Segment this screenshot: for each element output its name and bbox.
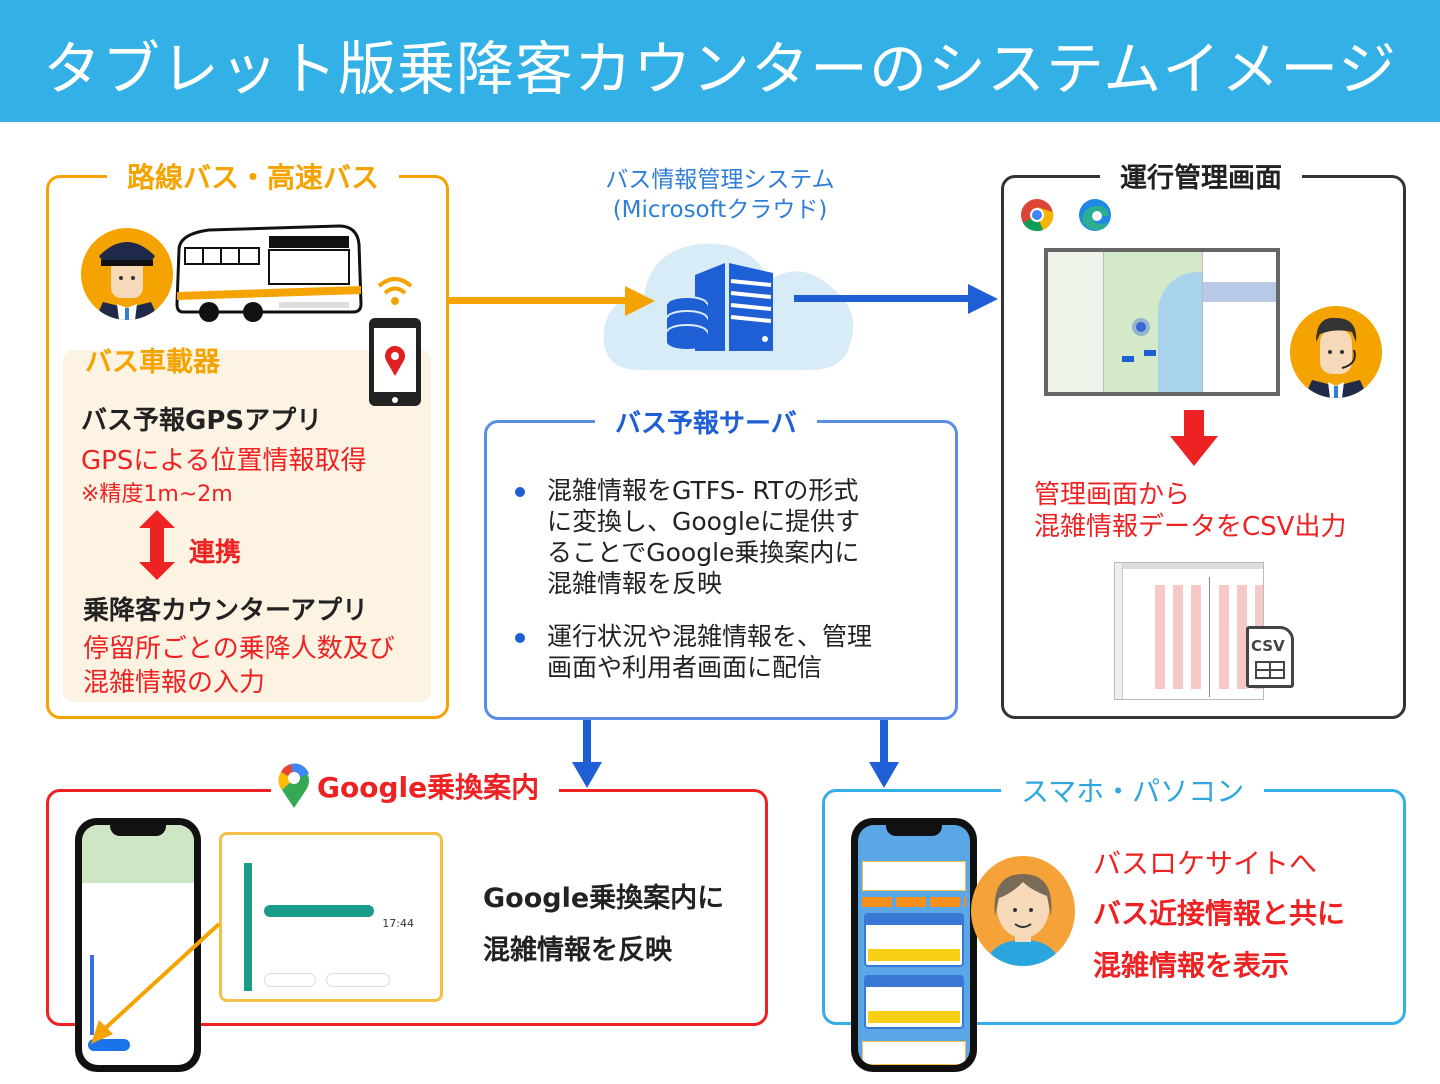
edge-icon [1079, 199, 1111, 231]
google-panel-title: Google乗換案内 [271, 766, 560, 806]
chrome-icon [1021, 199, 1054, 232]
gps-app-name: バス予報GPSアプリ [81, 406, 323, 436]
server-panel-title: バス予報サーバ [595, 403, 817, 440]
google-maps-pin-icon [278, 763, 309, 808]
transit-detail-card: 17:44 [219, 832, 443, 1002]
counter-app-desc-line2: 混雑情報の入力 [83, 668, 266, 698]
gps-app-desc: GPSによる位置情報取得 [81, 446, 367, 476]
csv-spreadsheet-preview [1114, 562, 1264, 700]
zoom-pointer-arrow [91, 922, 221, 1044]
arrow-server-to-google [572, 720, 602, 788]
bus-illustration [175, 224, 363, 322]
gps-accuracy-note: ※精度1m~2m [81, 482, 233, 507]
cloud-icon [603, 243, 854, 370]
server-panel: バス予報サーバ 混雑情報をGTFS- RTの形式 に変換し、Googleに提供す… [484, 403, 958, 720]
smart-desc-line2: バス近接情報と共に [1093, 897, 1346, 930]
departure-time: 17:44 [382, 917, 414, 930]
arrow-bus-to-cloud [449, 286, 655, 316]
title-banner: タブレット版乗降客カウンターのシステムイメージ [0, 0, 1440, 122]
bus-panel: 路線バス・高速バス バス車載器 [46, 156, 449, 719]
route-line [90, 955, 94, 1035]
ops-panel-title: 運行管理画面 [1100, 156, 1302, 195]
cloud-title-line2: (Microsoftクラウド) [612, 197, 828, 223]
orange-buttons[interactable] [862, 897, 966, 907]
server-bullet-1: 混雑情報をGTFS- RTの形式 に変換し、Googleに提供す ることでGoo… [515, 475, 935, 599]
google-transit-panel: Google乗換案内 17:44 Google乗換案内に 混雑情報を反映 [46, 763, 768, 1072]
csv-file-icon: CSV [1246, 626, 1294, 688]
feedback-chip[interactable] [264, 973, 316, 987]
page-title: タブレット版乗降客カウンターのシステムイメージ [42, 35, 1398, 103]
user-avatar [971, 856, 1075, 966]
bus-marker [1144, 350, 1156, 356]
wifi-icon [377, 277, 413, 305]
database-icon [666, 296, 708, 349]
server-bullet-2: 運行状況や混雑情報を、管理 画面や利用者画面に配信 [515, 621, 935, 683]
route-bar [244, 863, 252, 991]
smartphone-pc-panel: スマホ・パソコン バスロケサイトへ バス近接情報と共に [822, 770, 1406, 1072]
bullet-dot [515, 633, 525, 643]
stop-card [862, 861, 966, 891]
arrow-server-to-smart [869, 720, 899, 788]
ops-list-panel [1202, 252, 1276, 392]
bus-approach-card [864, 975, 964, 1029]
route-button[interactable] [88, 1039, 130, 1051]
link-label: 連携 [189, 538, 242, 568]
operator-avatar [1290, 306, 1382, 398]
smartphone-pin-icon [369, 318, 421, 406]
onboard-device-label: バス車載器 [85, 347, 220, 378]
smart-desc-line1: バスロケサイトへ [1093, 847, 1318, 880]
bus-marker [1136, 322, 1146, 332]
ops-info-sidebar [1048, 252, 1104, 392]
ops-monitor-screenshot [1044, 248, 1280, 396]
bullet-dot [515, 487, 525, 497]
arrow-cloud-to-ops [794, 284, 998, 314]
feedback-chip[interactable] [326, 973, 390, 987]
stop-card [862, 1041, 966, 1065]
csv-label: CSV [1251, 637, 1285, 655]
bus-location-phone [851, 818, 977, 1072]
onboard-device-area [63, 350, 431, 702]
down-arrow-icon [1170, 410, 1218, 466]
line-badge [264, 905, 374, 917]
ops-desc-line1: 管理画面から [1034, 480, 1191, 510]
driver-avatar [81, 228, 173, 320]
smart-panel-title: スマホ・パソコン [1001, 770, 1265, 810]
cloud-title-line1: バス情報管理システム [605, 167, 835, 193]
counter-app-name: 乗降客カウンターアプリ [83, 596, 368, 626]
bus-marker [1122, 356, 1134, 362]
operations-panel: 運行管理画面 管理画面 [1001, 156, 1406, 719]
bus-approach-card [864, 913, 964, 967]
google-desc-line1: Google乗換案内に [483, 883, 725, 914]
bus-panel-title: 路線バス・高速バス [107, 156, 400, 196]
google-desc-line2: 混雑情報を反映 [483, 935, 672, 966]
smart-desc-line3: 混雑情報を表示 [1093, 949, 1290, 982]
ops-desc-line2: 混雑情報データをCSV出力 [1034, 512, 1347, 542]
counter-app-desc-line1: 停留所ごとの乗降人数及び [83, 634, 395, 664]
double-arrow-icon [139, 510, 175, 580]
